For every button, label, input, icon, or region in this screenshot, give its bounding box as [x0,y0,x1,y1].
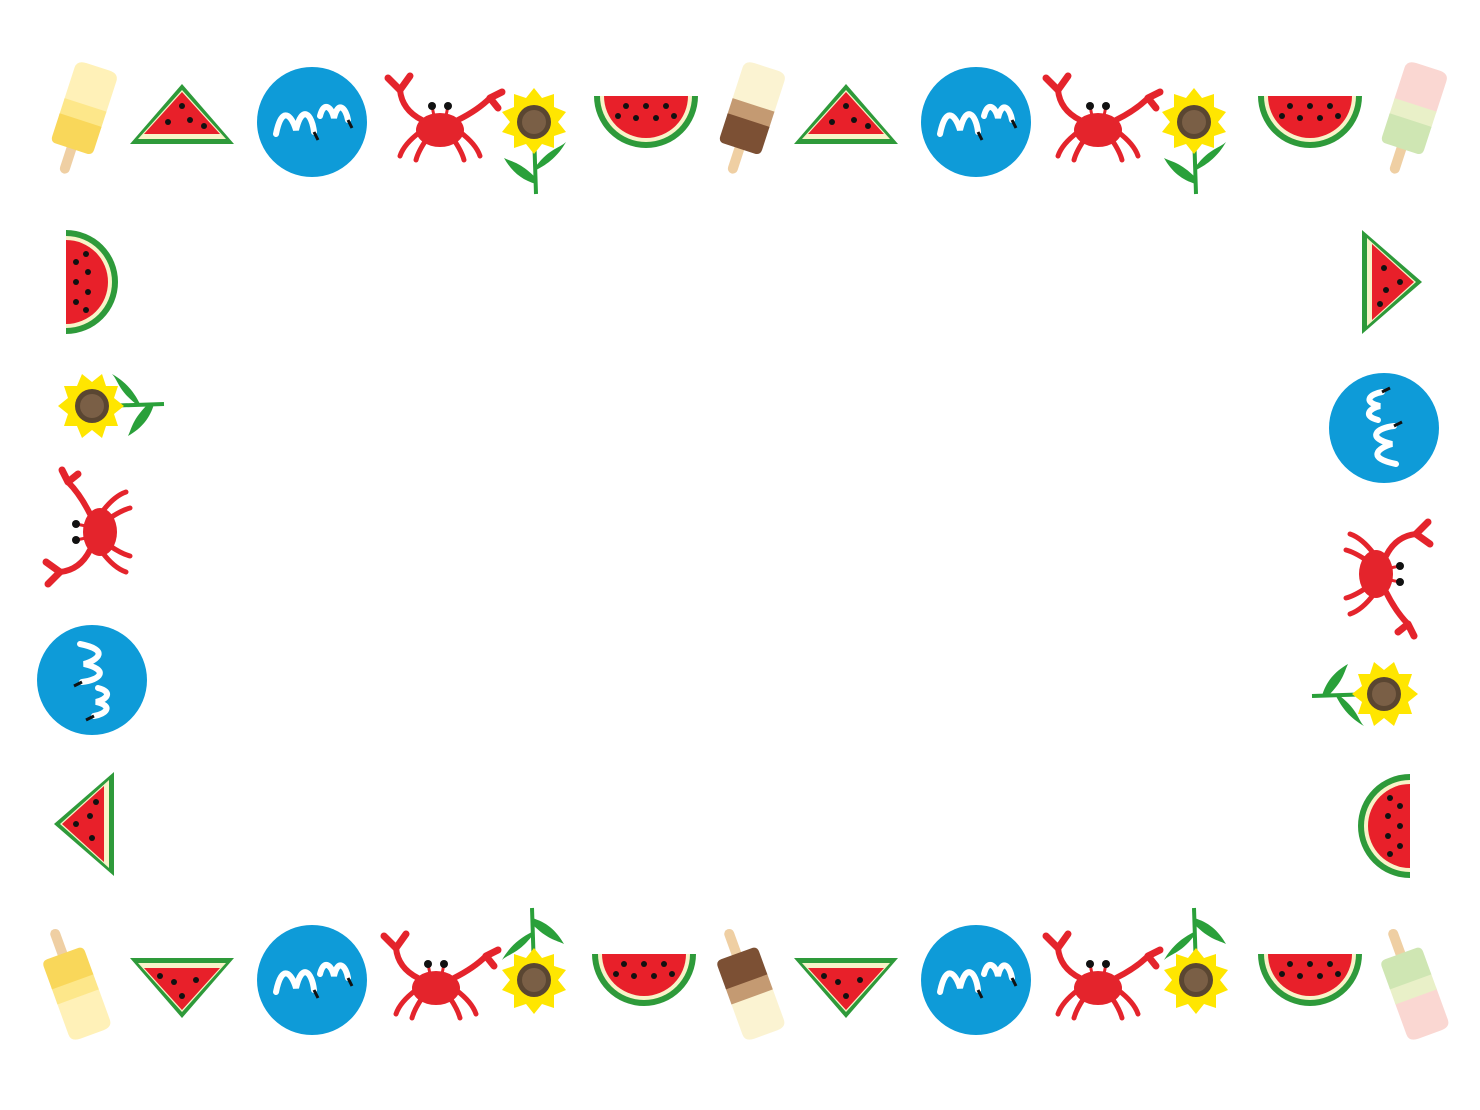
watermelon-wedge-icon [794,958,898,1018]
wave-ball-icon [32,620,152,740]
watermelon-wedge-icon [54,772,114,876]
sunflower-icon [1310,660,1420,728]
popsicle-icon [1370,921,1451,1043]
wave-ball-icon [252,920,372,1040]
watermelon-wedge-icon [130,958,234,1018]
wave-ball-icon [916,920,1036,1040]
wave-ball-icon [1324,368,1444,488]
sunflower-icon [500,86,568,196]
crab-icon [32,472,152,592]
watermelon-wedge-icon [1362,230,1422,334]
sunflower-icon [1162,906,1230,1016]
popsicle-icon [1372,60,1449,181]
wave-ball-icon [916,62,1036,182]
watermelon-halfmoon-icon [66,230,118,334]
popsicle-icon [32,921,113,1043]
watermelon-wedge-icon [130,84,234,144]
sunflower-icon [56,372,166,440]
sunflower-icon [500,906,568,1016]
watermelon-halfmoon-icon [1358,774,1410,878]
watermelon-wedge-icon [794,84,898,144]
sunflower-icon [1160,86,1228,196]
wave-ball-icon [252,62,372,182]
crab-icon [1324,514,1444,634]
